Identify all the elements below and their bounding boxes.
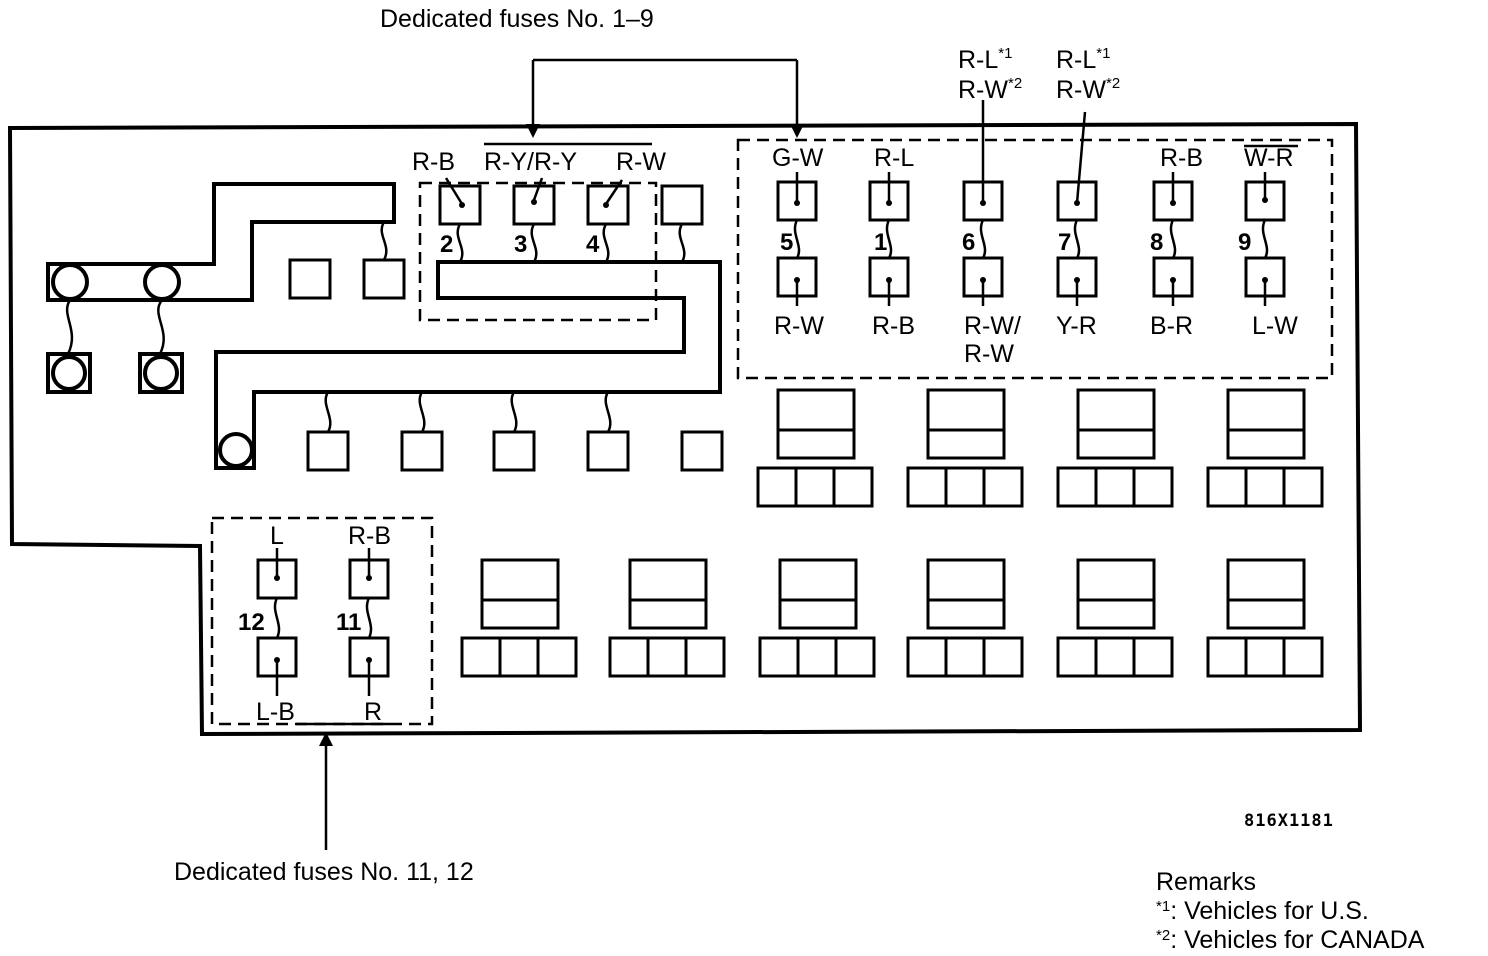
variant-b-sup1: *1 — [1096, 45, 1110, 62]
wire-label-lw: L-W — [1252, 312, 1298, 340]
fuse-number-6: 6 — [962, 229, 975, 256]
wire-label-rb: R-B — [412, 148, 455, 176]
svg-text:R-W*2: R-W*2 — [1056, 75, 1120, 104]
remarks-note1-text: : Vehicles for U.S. — [1170, 897, 1369, 925]
relay-socket — [1206, 388, 1324, 508]
variant-a-sup1: *1 — [998, 45, 1012, 62]
wire-label-lb: L-B — [256, 698, 295, 726]
fuse-group-2-4-outline — [418, 181, 658, 322]
relay-socket — [460, 558, 578, 678]
fuse-group-2-4-labels: R-B R-Y/R-Y R-W 2 3 4 — [412, 142, 666, 258]
variant-a-sup2: *2 — [1008, 75, 1022, 92]
variant-a-line2: R-W — [958, 76, 1008, 104]
bottom-callout-label: Dedicated fuses No. 11, 12 — [174, 858, 474, 886]
remarks-note1-mark: *1 — [1156, 898, 1170, 915]
variant-a-line1: R-L — [958, 46, 998, 74]
variant-b-sup2: *2 — [1106, 75, 1120, 92]
remarks-note2-text: : Vehicles for CANADA — [1170, 926, 1425, 954]
relay-socket — [608, 558, 726, 678]
top-callout-label: Dedicated fuses No. 1–9 — [380, 5, 654, 33]
wire-label-rw-6a: R-W/ — [964, 312, 1021, 340]
relay-socket — [1206, 558, 1324, 678]
variant-labels: R-L*1 R-W*2 R-L*1 R-W*2 — [958, 45, 1120, 104]
wire-label-rw-5: R-W — [774, 312, 824, 340]
wire-label-gw: G-W — [772, 144, 824, 172]
wire-label-r: R — [364, 698, 382, 726]
relay-socket — [1056, 558, 1174, 678]
fuse-group-1-9-labels: G-W R-L R-B W-R 5 1 6 7 8 9 R-W R-B R-W/… — [772, 144, 1298, 368]
variant-b-line1: R-L — [1056, 46, 1096, 74]
figure-code: 816X1181 — [1244, 811, 1334, 831]
svg-text:*1: Vehicles for U.S.: *1: Vehicles for U.S. — [1156, 897, 1369, 925]
fuse-group-1-9 — [776, 100, 1286, 306]
bus-bars — [46, 182, 722, 470]
relay-socket — [906, 388, 1024, 508]
fuse-number-11: 11 — [336, 609, 361, 636]
fuse-number-7: 7 — [1058, 229, 1071, 256]
terminal-circles — [46, 263, 254, 468]
wire-label-rl: R-L — [874, 144, 914, 172]
wire-label-br: B-R — [1150, 312, 1193, 340]
remarks: Remarks *1: Vehicles for U.S. *2: Vehicl… — [1156, 868, 1425, 954]
fuse-number-5: 5 — [780, 229, 793, 256]
wire-label-rb-right: R-B — [1160, 144, 1203, 172]
remarks-title: Remarks — [1156, 868, 1256, 896]
fuse-number-12: 12 — [238, 609, 265, 636]
fuse-number-1: 1 — [874, 229, 887, 256]
svg-text:R-L*1: R-L*1 — [958, 45, 1012, 74]
wire-label-l: L — [270, 522, 284, 550]
fuse-number-9: 9 — [1238, 229, 1251, 256]
relay-socket — [756, 388, 874, 508]
remarks-note2-mark: *2 — [1156, 927, 1170, 944]
wire-label-yr: Y-R — [1056, 312, 1097, 340]
wire-label-wr: W-R — [1244, 144, 1294, 172]
bottom-callout: Dedicated fuses No. 11, 12 — [174, 732, 474, 886]
top-callout: Dedicated fuses No. 1–9 — [380, 5, 804, 138]
wire-label-ry: R-Y/R-Y — [484, 148, 577, 176]
left-fuse-sockets — [288, 184, 724, 472]
fuse-number-3: 3 — [514, 231, 527, 258]
wire-label-rw: R-W — [616, 148, 666, 176]
fuse-group-1-9-outline — [736, 138, 1334, 380]
relay-sockets — [460, 388, 1324, 678]
wire-label-rb-1: R-B — [872, 312, 915, 340]
svg-text:R-W*2: R-W*2 — [958, 75, 1022, 104]
wire-label-rb-bottom: R-B — [348, 522, 391, 550]
fuse-number-8: 8 — [1150, 229, 1163, 256]
svg-text:*2: Vehicles for CANADA: *2: Vehicles for CANADA — [1156, 926, 1425, 954]
fuse-group-11-12: L R-B 12 11 L-B R — [238, 522, 391, 726]
fuse-number-4: 4 — [586, 231, 600, 258]
relay-socket — [906, 558, 1024, 678]
relay-socket — [758, 558, 876, 678]
relay-socket — [1056, 388, 1174, 508]
variant-b-line2: R-W — [1056, 76, 1106, 104]
wire-label-rw-6b: R-W — [964, 340, 1014, 368]
svg-text:R-L*1: R-L*1 — [1056, 45, 1110, 74]
fuse-number-2: 2 — [440, 231, 453, 258]
fuse-block-outline — [7, 121, 1363, 737]
